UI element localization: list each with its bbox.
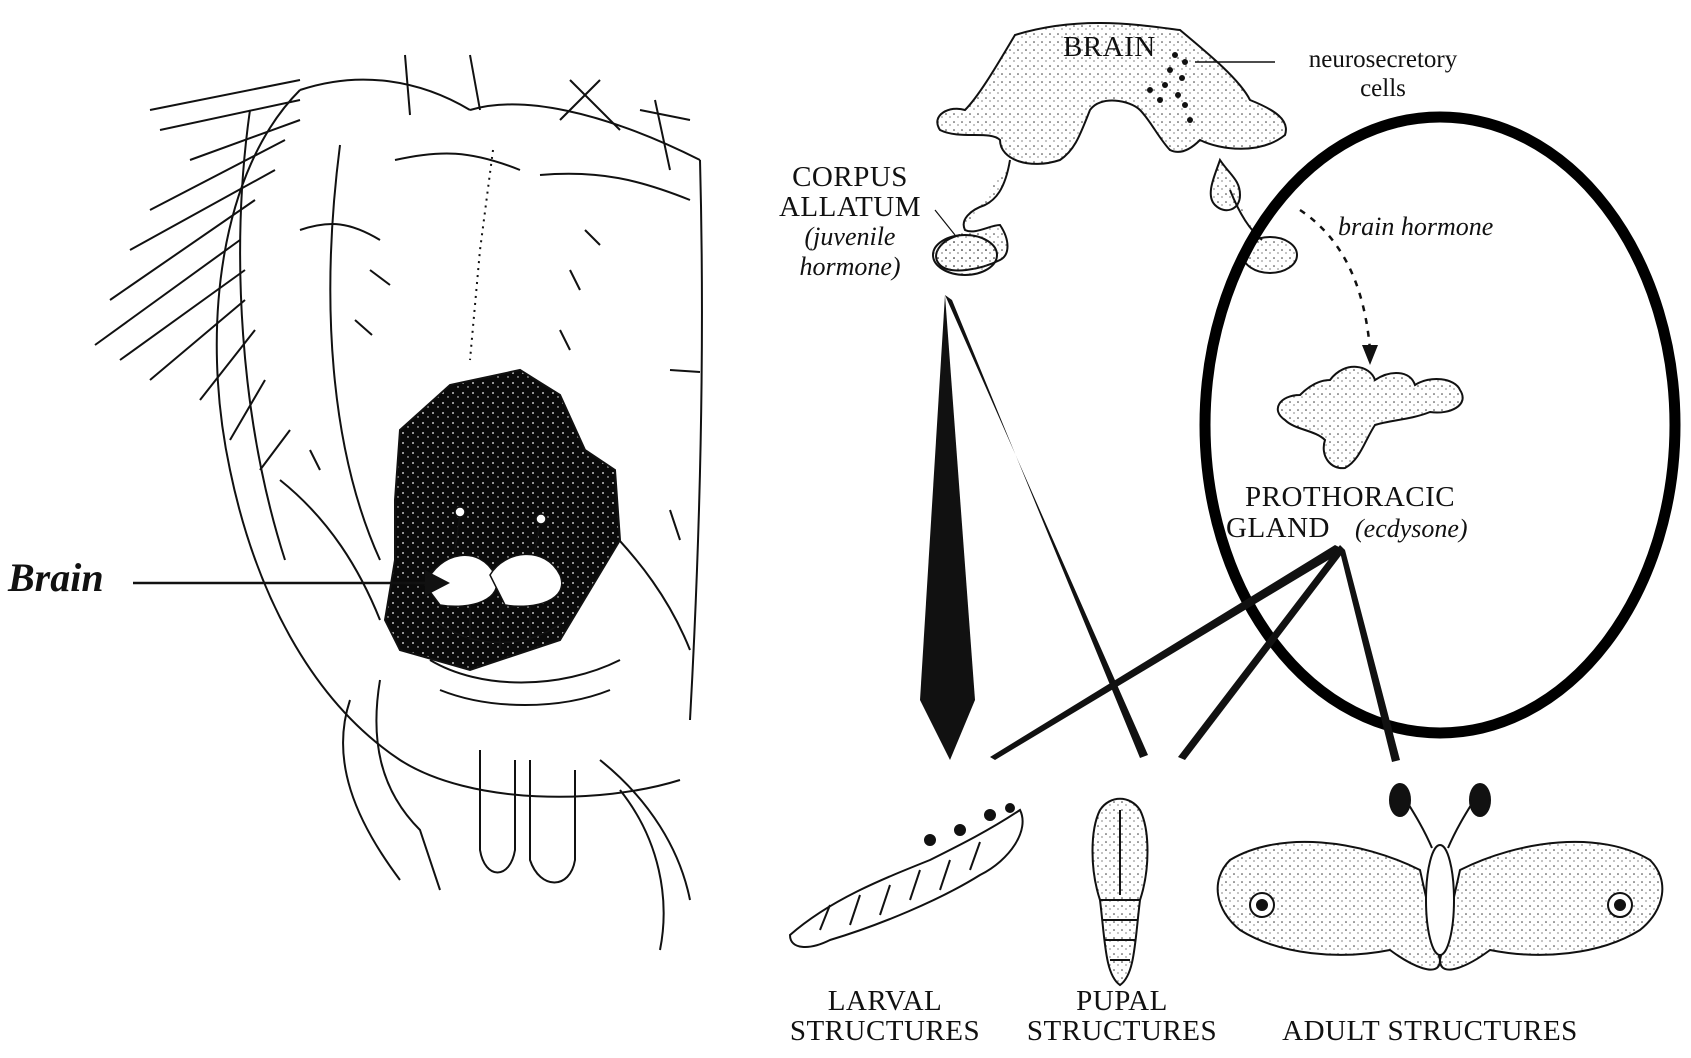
larval-label-line1: LARVAL	[775, 987, 995, 1016]
larva-drawing	[790, 804, 1023, 947]
larval-label-line2: STRUCTURES	[775, 1017, 995, 1046]
corpus-allatum-line2: ALLATUM	[770, 193, 930, 222]
neurosecretory-cells-label: neurosecretory cells	[1278, 46, 1488, 104]
corpus-allatum-leader	[935, 210, 955, 235]
ecdysone-label: (ecdysone)	[1355, 516, 1468, 542]
prothoracic-label-line2: GLAND	[1226, 514, 1330, 543]
left-brain-label: Brain	[8, 558, 104, 598]
ecdysone-wedges	[990, 545, 1400, 762]
pupal-label-line1: PUPAL	[1012, 987, 1232, 1016]
moth-drawing	[1218, 784, 1663, 970]
brain-window-dark	[385, 370, 620, 670]
adult-label: ADULT STRUCTURES	[1260, 1017, 1600, 1046]
corpus-allatum-line1: CORPUS	[770, 163, 930, 192]
brain-label: BRAIN	[1063, 33, 1156, 62]
pupa-drawing	[1093, 799, 1148, 985]
pupal-label-line2: STRUCTURES	[1012, 1017, 1232, 1046]
corpus-allatum-line4: hormone)	[770, 254, 930, 280]
prothoracic-label-line1: PROTHORACIC	[1245, 483, 1455, 512]
brain-side-lobes	[1211, 160, 1297, 273]
prothoracic-gland-shape	[1278, 367, 1463, 468]
brain-hormone-label: brain hormone	[1338, 214, 1493, 240]
corpus-allatum-line3: (juvenile	[770, 224, 930, 250]
juvenile-hormone-wedges	[920, 295, 1148, 760]
corpus-allatum-shape	[933, 160, 1010, 275]
